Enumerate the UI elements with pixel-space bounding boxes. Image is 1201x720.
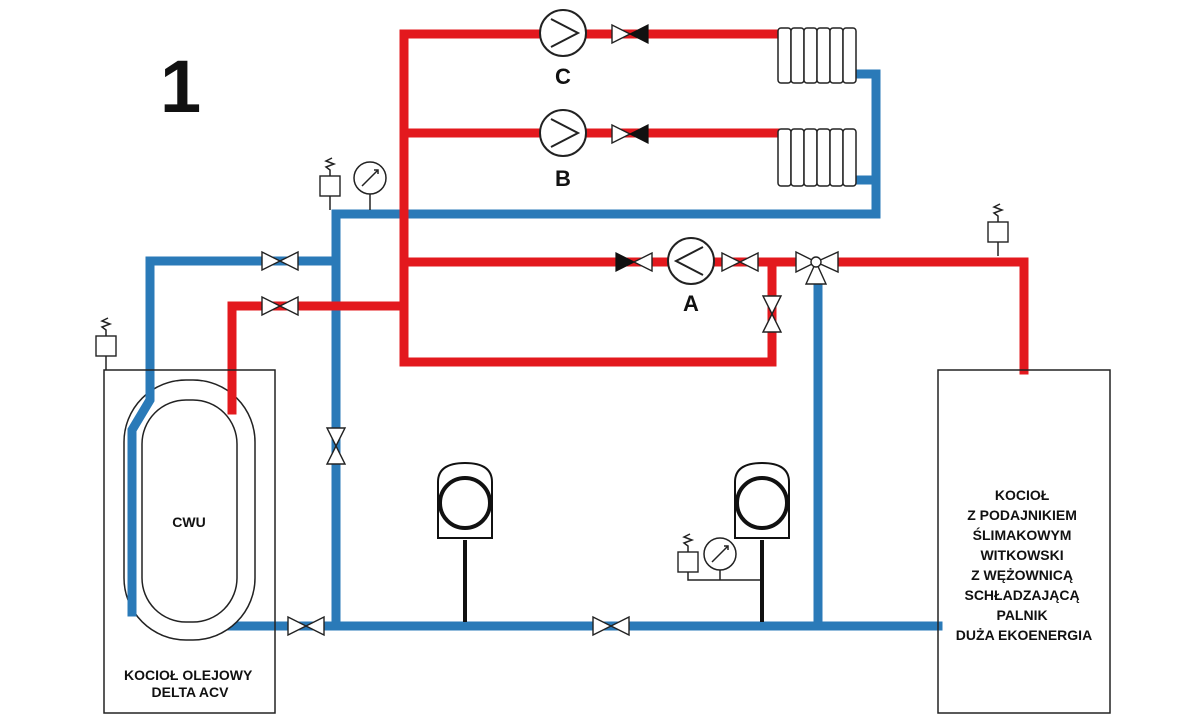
tank-internal-cold-pipe [127,375,155,617]
safety-valve-bottom-icon [677,533,762,581]
boiler-label-line-4: WITKOWSKI [980,547,1063,563]
riser-valve-icon [325,427,347,465]
tank-return-valve-icon [287,615,325,637]
check-valve-c-icon [611,23,649,45]
bottom-return-valve-icon [592,615,630,637]
pump-c-label: C [555,64,571,89]
boiler-label-line-8: DUŻA EKOENERGIA [956,627,1092,643]
check-valve-b-icon [611,123,649,145]
solid-fuel-boiler-box [937,369,1111,714]
oil-boiler-label: KOCIOŁ OLEJOWY DELTA ACV [124,667,256,700]
pump-a-label: A [683,291,699,316]
boiler-label-line-5: Z WĘŻOWNICĄ [971,567,1073,583]
pump-c-icon [539,9,587,57]
oil-boiler-label-line-1: KOCIOŁ OLEJOWY [124,667,253,683]
gate-valve-a-icon [721,251,759,273]
pump-a-icon [667,237,715,285]
radiator-return-pipe [331,69,881,631]
oil-boiler-label-line-2: DELTA ACV [152,684,230,700]
boiler-label-line-3: ŚLIMAKOWYM [973,526,1072,543]
tank-hot-pipe [227,301,409,415]
tank-hot-valve-icon [261,295,299,317]
safety-valve-tank-icon [95,317,117,370]
pressure-gauge-bottom-icon [703,537,737,580]
expansion-vessel-right-icon [734,461,790,622]
bypass-valve-icon [761,295,783,333]
pump-b-icon [539,109,587,157]
check-valve-a-icon [615,251,653,273]
boiler-supply-pipe [835,257,1029,375]
mixing-valve-icon [795,250,839,285]
supply-pipes [227,29,1029,415]
tank-cold-valve-icon [261,250,299,272]
diagram-number: 1 [160,45,201,128]
dhw-tank [123,379,256,641]
main-supply-riser [399,29,777,367]
solid-fuel-boiler-label: KOCIOŁ Z PODAJNIKIEM ŚLIMAKOWYM WITKOWSK… [956,487,1092,643]
boiler-label-line-2: Z PODAJNIKIEM [967,507,1077,523]
boiler-label-line-1: KOCIOŁ [995,487,1050,503]
safety-valve-top-icon [319,157,341,210]
safety-valve-boiler-icon [987,203,1009,256]
expansion-vessel-left-icon [437,461,493,622]
radiator-c [777,27,857,84]
pressure-gauge-top-icon [353,161,387,210]
boiler-label-line-6: SCHŁADZAJĄCĄ [964,587,1079,603]
tank-label: CWU [172,514,205,530]
boiler-label-line-7: PALNIK [997,607,1048,623]
oil-boiler-box [103,369,276,714]
pump-b-label: B [555,166,571,191]
radiator-b [777,128,857,187]
